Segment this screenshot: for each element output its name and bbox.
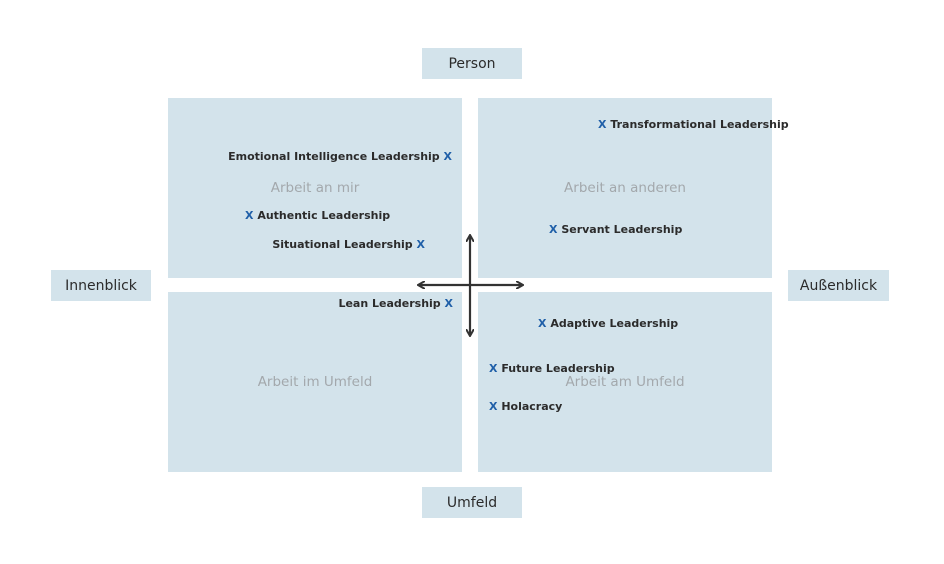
quadrant-label-top-left: Arbeit an mir <box>270 180 360 196</box>
quadrant-bottom-left <box>168 292 462 472</box>
item-label: Authentic Leadership <box>257 209 391 222</box>
item-holacracy: X Holacracy <box>489 400 562 414</box>
item-label: Transformational Leadership <box>610 118 789 131</box>
item-future-leadership: X Future Leadership <box>489 362 615 376</box>
quadrant-label-bottom-left: Arbeit im Umfeld <box>257 374 373 390</box>
quadrant-label-top-right: Arbeit an anderen <box>564 180 686 196</box>
item-label: Adaptive Leadership <box>550 317 679 330</box>
axis-label-top: Person <box>422 48 522 79</box>
item-emotional-intelligence-leadership: Emotional Intelligence Leadership X <box>228 150 452 164</box>
axis-label-bottom: Umfeld <box>422 487 522 518</box>
marker-x: X <box>538 317 547 330</box>
item-adaptive-leadership: X Adaptive Leadership <box>538 317 678 331</box>
item-transformational-leadership: X Transformational Leadership <box>598 118 789 132</box>
marker-x: X <box>416 238 425 251</box>
item-label: Future Leadership <box>501 362 615 375</box>
item-label: Emotional Intelligence Leadership <box>228 150 440 163</box>
item-servant-leadership: X Servant Leadership <box>549 223 682 237</box>
item-situational-leadership: Situational Leadership X <box>272 238 425 252</box>
item-label: Lean Leadership <box>338 297 441 310</box>
item-label: Holacracy <box>501 400 563 413</box>
item-label: Situational Leadership <box>272 238 413 251</box>
quadrant-bottom-right <box>478 292 772 472</box>
marker-x: X <box>489 362 498 375</box>
quadrant-top-left <box>168 98 462 278</box>
marker-x: X <box>245 209 254 222</box>
marker-x: X <box>598 118 607 131</box>
axis-label-right: Außenblick <box>788 270 889 301</box>
marker-x: X <box>443 150 452 163</box>
marker-x: X <box>549 223 558 236</box>
quadrant-label-bottom-right: Arbeit am Umfeld <box>565 374 685 390</box>
marker-x: X <box>489 400 498 413</box>
quadrant-top-right <box>478 98 772 278</box>
marker-x: X <box>444 297 453 310</box>
item-lean-leadership: Lean Leadership X <box>338 297 453 311</box>
axis-label-left: Innenblick <box>51 270 151 301</box>
item-authentic-leadership: X Authentic Leadership <box>245 209 390 223</box>
item-label: Servant Leadership <box>561 223 683 236</box>
